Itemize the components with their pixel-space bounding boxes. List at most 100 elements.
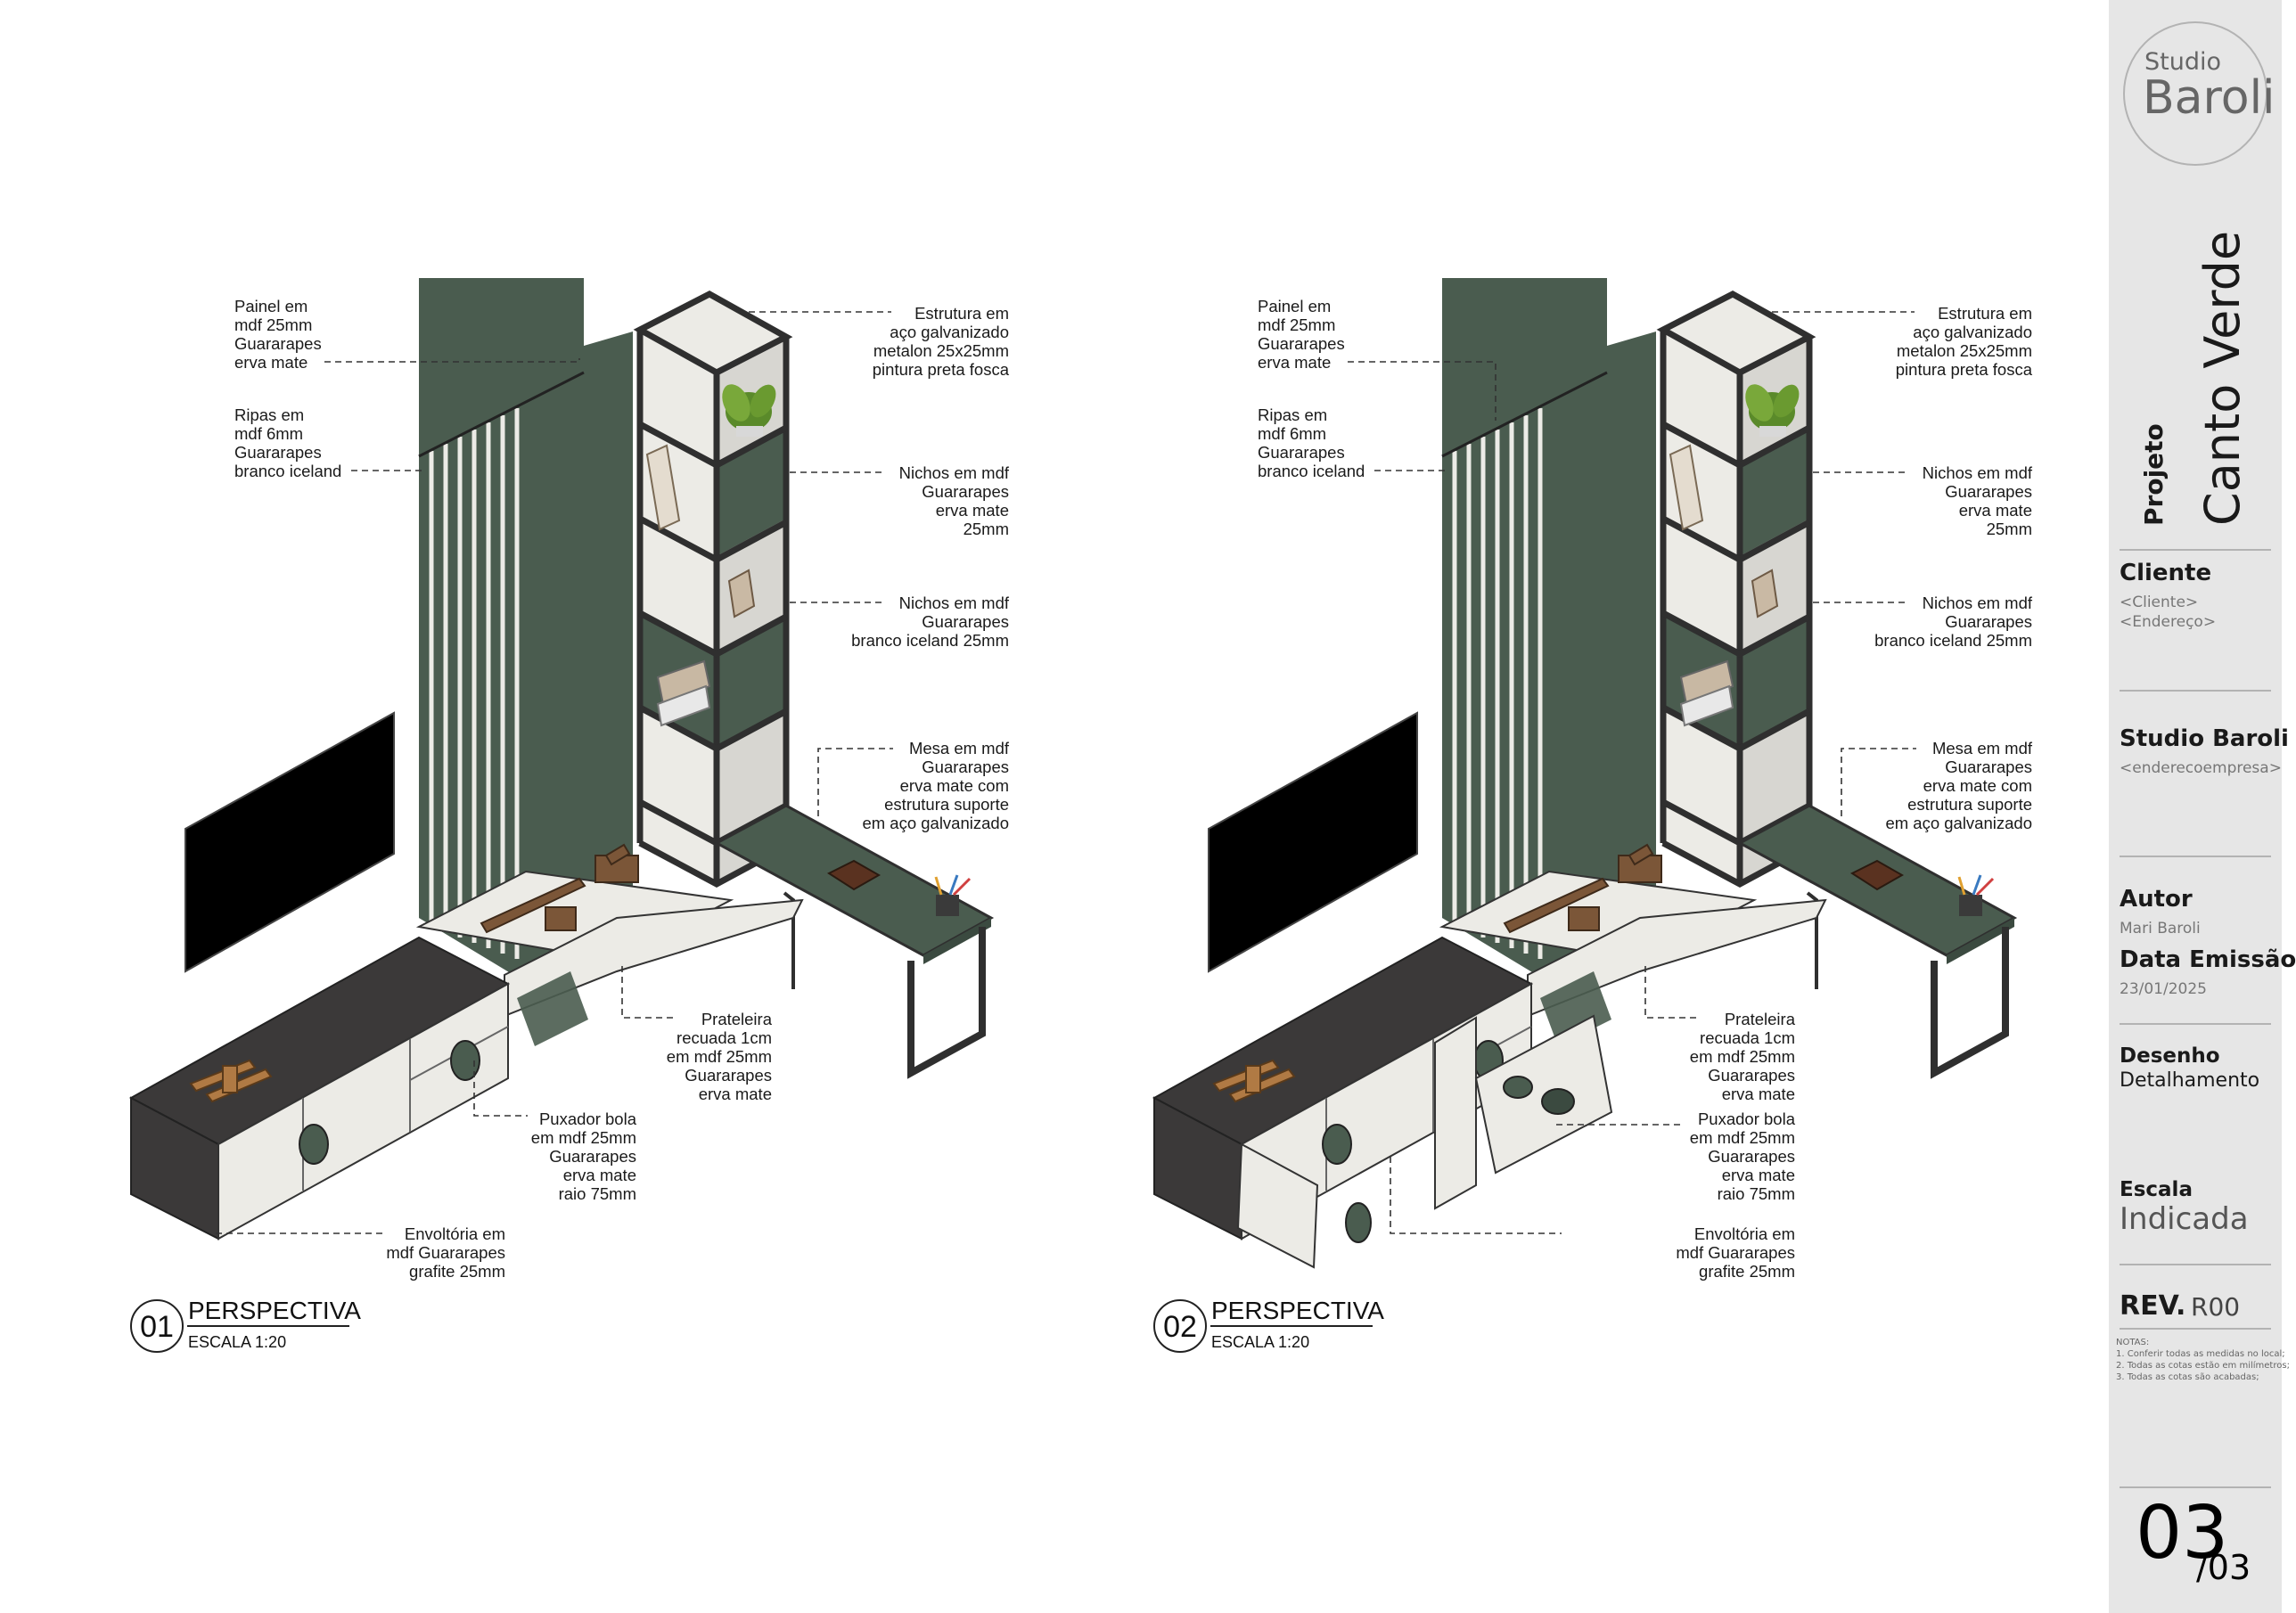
callout-line: Guararapes (922, 757, 1009, 776)
callout-line: erva mate (234, 353, 308, 372)
studio-logo (2123, 21, 2267, 166)
callout-line: Ripas em (1258, 405, 1327, 424)
sheet-total: /03 (2196, 1548, 2251, 1587)
callout-line: Mesa em mdf (1932, 739, 2033, 757)
view-number-01: 01 (140, 1310, 174, 1344)
callout-line: Painel em (234, 297, 308, 315)
callout-line: aço galvanizado (890, 323, 1009, 341)
scale-label: Escala (2120, 1178, 2193, 1201)
callout-line: branco iceland (234, 462, 341, 480)
callout-line: Envoltória em (1694, 1224, 1795, 1243)
callout-line: Nichos em mdf (1923, 594, 2033, 612)
view-title-02: 02 PERSPECTIVA ESCALA 1:20 (1153, 1297, 1384, 1353)
callout-line: em mdf 25mm (1690, 1047, 1795, 1066)
drawing-label: Desenho (2120, 1044, 2220, 1068)
callout-line: raio 75mm (1718, 1184, 1795, 1203)
callout-line: erva mate com (900, 776, 1009, 795)
client-label: Cliente (2120, 560, 2212, 586)
callout-line: Puxador bola (1698, 1109, 1796, 1128)
project-block: Projeto Canto Verde (2116, 231, 2276, 526)
callout-line: branco iceland 25mm (1874, 631, 2032, 650)
callout-line: em mdf 25mm (1690, 1128, 1795, 1147)
separator (2120, 856, 2271, 857)
callout-line: 25mm (1987, 520, 2032, 538)
callout-line: Guararapes (1258, 443, 1345, 462)
callout-line: branco iceland (1258, 462, 1365, 480)
callout-line: metalon 25x25mm (1897, 341, 2032, 360)
callout-line: Guararapes (1945, 482, 2032, 501)
callout-line: Estrutura em (1938, 304, 2032, 323)
callout-line: Puxador bola (539, 1109, 637, 1128)
author-label: Autor (2120, 886, 2193, 913)
callout-line: Mesa em mdf (909, 739, 1010, 757)
callout-line: mdf 6mm (234, 424, 303, 443)
rev-label: REV. (2120, 1290, 2186, 1322)
callout-line: em aço galvanizado (862, 814, 1009, 832)
note-3: 3. Todas as cotas são acabadas; (2116, 1372, 2259, 1382)
scale-value: Indicada (2120, 1201, 2249, 1237)
callout-line: Guararapes (234, 334, 322, 353)
callout-line: em aço galvanizado (1885, 814, 2032, 832)
callout-line: erva mate (699, 1085, 772, 1103)
callout-line: grafite 25mm (1699, 1262, 1795, 1281)
callout-line: Estrutura em (914, 304, 1009, 323)
callout-line: raio 75mm (559, 1184, 636, 1203)
view-scale-01: ESCALA 1:20 (188, 1333, 286, 1351)
callout-line: erva mate (1959, 501, 2032, 520)
callout-line: mdf Guararapes (386, 1243, 505, 1262)
callout-leaders-01 (216, 311, 893, 1234)
date-label: Data Emissão (2120, 946, 2296, 973)
company-address: <enderecoempresa> (2120, 759, 2282, 777)
callout-line: Painel em (1258, 297, 1331, 315)
rev-value: R00 (2191, 1292, 2241, 1322)
callout-line: mdf Guararapes (1676, 1243, 1795, 1262)
callout-line: 25mm (964, 520, 1009, 538)
callout-leaders-02 (1348, 311, 1916, 1234)
callout-line: recuada 1cm (676, 1028, 772, 1047)
callout-line: aço galvanizado (1913, 323, 2032, 341)
callout-line: erva mate com (1923, 776, 2032, 795)
callout-line: mdf 25mm (1258, 315, 1335, 334)
view-title-text-01: PERSPECTIVA (188, 1297, 361, 1324)
callout-line: em mdf 25mm (667, 1047, 772, 1066)
callout-line: Prateleira (701, 1010, 773, 1028)
perspective-view-01 (0, 0, 991, 1239)
callout-line: Guararapes (549, 1147, 636, 1166)
logo-line-baroli: Baroli (2143, 71, 2276, 125)
view-title-01: 01 PERSPECTIVA ESCALA 1:20 (130, 1297, 361, 1353)
callout-line: pintura preta fosca (873, 360, 1010, 379)
perspective-view-02 (1023, 0, 2014, 1269)
author-name: Mari Baroli (2120, 920, 2201, 938)
callout-line: pintura preta fosca (1896, 360, 2033, 379)
project-label: Projeto (2139, 423, 2169, 526)
callout-line: recuada 1cm (1700, 1028, 1795, 1047)
separator (2120, 1264, 2271, 1265)
callout-line: Guararapes (1258, 334, 1345, 353)
separator (2120, 690, 2271, 692)
view-title-text-02: PERSPECTIVA (1211, 1297, 1384, 1324)
callout-line: Guararapes (685, 1066, 772, 1085)
callout-line: Guararapes (922, 482, 1009, 501)
note-1: 1. Conferir todas as medidas no local; (2116, 1349, 2285, 1359)
separator (2120, 1328, 2271, 1330)
view-scale-02: ESCALA 1:20 (1211, 1333, 1309, 1351)
callout-line: erva mate (563, 1166, 636, 1184)
